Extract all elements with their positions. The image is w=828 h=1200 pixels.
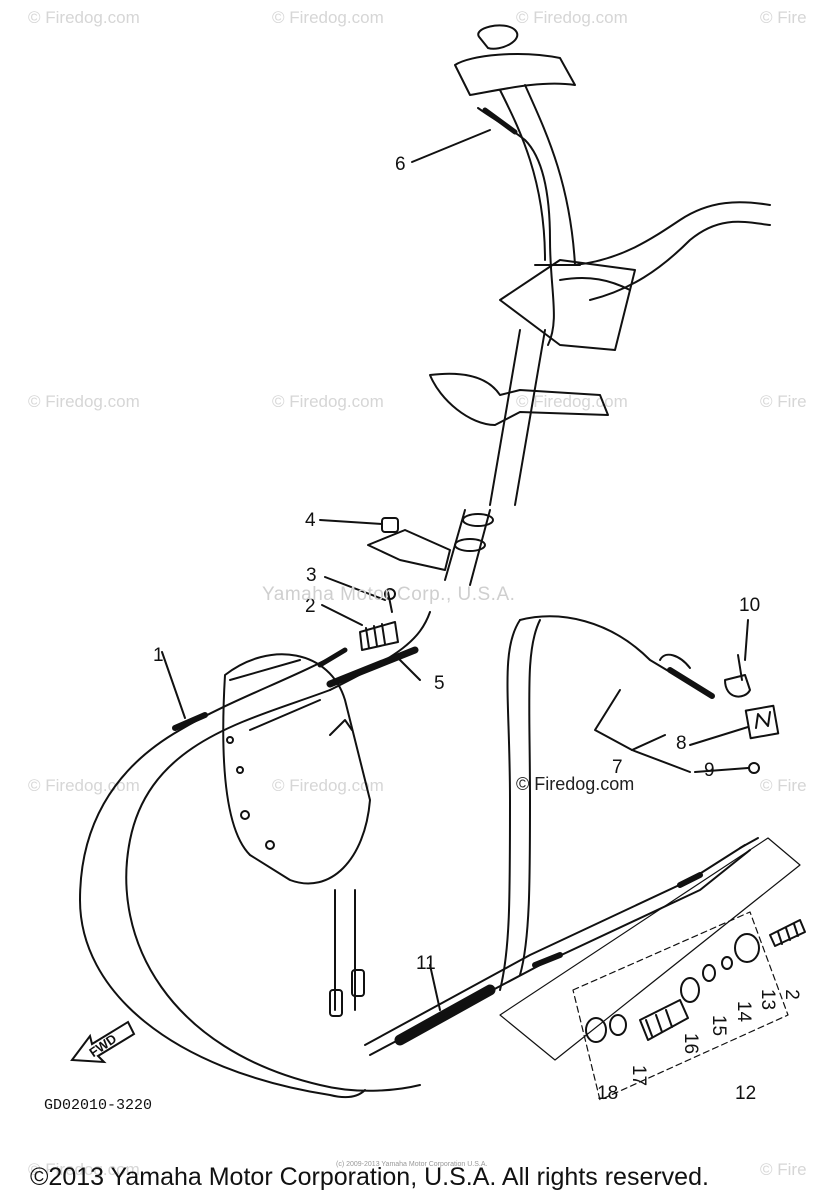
watermark-firedog: © Firedog.com — [28, 392, 140, 411]
watermark-firedog: © Fire — [760, 1160, 807, 1179]
callout-14: 14 — [733, 1000, 755, 1023]
watermark-firedog: © Fire — [760, 392, 807, 411]
watermark-firedog: © Firedog.com — [272, 392, 384, 411]
callout-2: 2 — [305, 596, 316, 617]
callout-9: 9 — [704, 760, 715, 781]
watermark-firedog: © Firedog.com — [272, 8, 384, 27]
callout-8: 8 — [676, 733, 687, 754]
watermark-firedog: © Firedog.com — [272, 776, 384, 795]
watermark-firedog: © Fire — [760, 776, 807, 795]
steering-handle-assembly — [367, 24, 771, 586]
callout-11: 11 — [416, 953, 436, 974]
copyright-small: (c) 2009-2013 Yamaha Motor Corporation U… — [336, 1161, 488, 1168]
watermark-firedog: © Firedog.com — [28, 1160, 140, 1179]
callout-6: 6 — [395, 154, 406, 175]
callout-2b: 2 — [780, 989, 802, 1000]
watermark-yamaha: Yamaha Motor Corp., U.S.A. — [262, 584, 516, 605]
fwd-arrow-icon — [70, 1020, 136, 1064]
carburetor — [222, 653, 371, 1017]
watermark-firedog-inline: © Firedog.com — [516, 774, 635, 794]
watermark-firedog: © Fire — [760, 8, 807, 27]
callout-12: 12 — [735, 1083, 757, 1104]
watermark-firedog: © Firedog.com — [516, 8, 628, 27]
callout-13: 13 — [757, 988, 779, 1011]
callout-17: 17 — [628, 1064, 650, 1087]
callout-1: 1 — [153, 645, 164, 666]
callout-7: 7 — [612, 757, 623, 778]
callout-15: 15 — [708, 1014, 730, 1037]
callout-5: 5 — [434, 673, 445, 694]
callout-10: 10 — [739, 595, 761, 616]
callout-3: 3 — [306, 565, 317, 586]
diagram-code: GD02010-3220 — [44, 1097, 153, 1114]
copyright-notice: ©2013 Yamaha Motor Corporation, U.S.A. A… — [30, 1163, 709, 1191]
watermark-firedog: © Firedog.com — [28, 8, 140, 27]
callout-16: 16 — [680, 1032, 702, 1055]
callout-4: 4 — [305, 510, 316, 531]
callout-18: 18 — [597, 1083, 619, 1104]
